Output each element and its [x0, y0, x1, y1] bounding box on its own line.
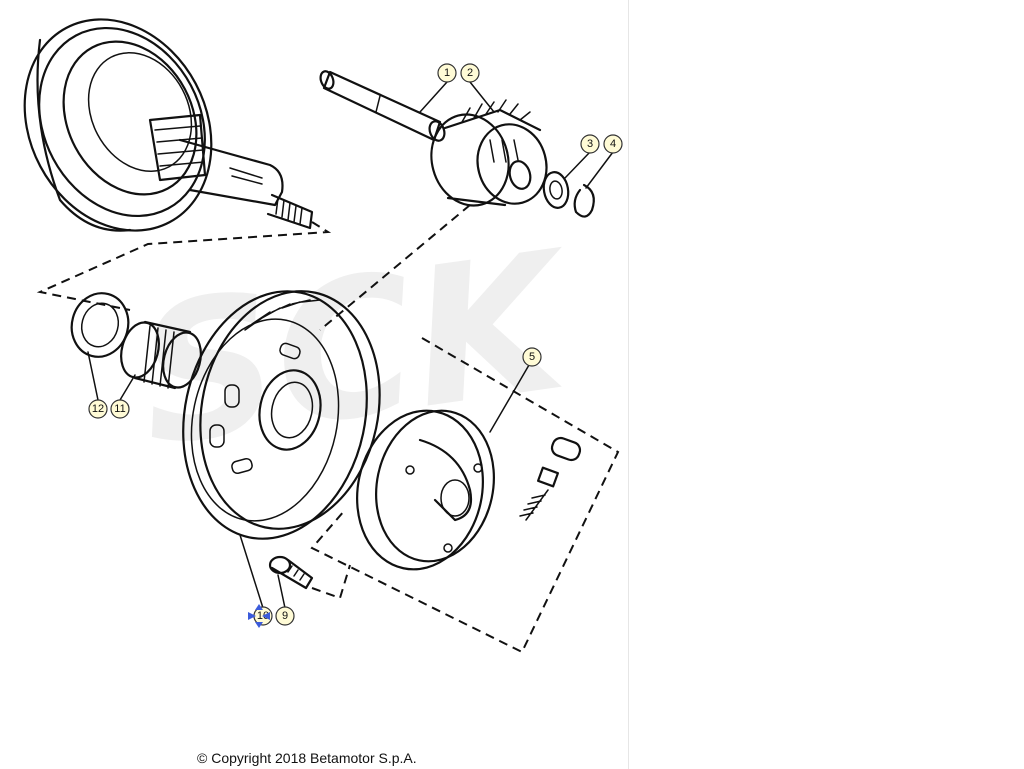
selection-marker [248, 604, 270, 628]
part-12-thrust-washer [70, 292, 130, 358]
part-4-circlip [573, 183, 595, 218]
part-1-shaft [319, 70, 446, 142]
callout-11[interactable]: 11 [110, 399, 130, 419]
callout-2[interactable]: 2 [460, 63, 480, 83]
exploded-parts-diagram: SCK [23, 18, 623, 654]
svg-text:11: 11 [114, 403, 125, 415]
callout-9[interactable]: 9 [275, 606, 295, 626]
callout-12[interactable]: 12 [88, 399, 108, 419]
starter-driven-gear [182, 290, 381, 540]
part-3-washer [542, 171, 570, 209]
svg-text:9: 9 [282, 610, 288, 622]
svg-text:4: 4 [610, 138, 616, 150]
assembly-guide-line [319, 204, 471, 331]
callout-5[interactable]: 5 [522, 347, 542, 367]
part-5-group-outline [310, 337, 620, 654]
part-5-one-way-clutch [356, 409, 582, 571]
callout-4[interactable]: 4 [603, 134, 623, 154]
svg-text:5: 5 [529, 351, 535, 363]
watermark: SCK [126, 209, 589, 489]
crankshaft-assembly [23, 18, 314, 232]
assembly-guide-line [311, 564, 351, 600]
part-2-gear [430, 99, 548, 207]
copyright-text: © Copyright 2018 Betamotor S.p.A. [197, 750, 417, 766]
diagram-panel: SCK [23, 0, 629, 769]
callout-3[interactable]: 3 [580, 134, 600, 154]
svg-text:2: 2 [467, 67, 473, 79]
svg-text:12: 12 [92, 403, 104, 415]
svg-text:3: 3 [587, 138, 593, 150]
part-11-needle-bearing [120, 320, 202, 390]
callout-1[interactable]: 1 [437, 63, 457, 83]
svg-text:1: 1 [444, 67, 450, 79]
leader-lines [87, 81, 614, 609]
part-9-screw [268, 555, 314, 590]
assembly-guide-line [36, 221, 332, 311]
